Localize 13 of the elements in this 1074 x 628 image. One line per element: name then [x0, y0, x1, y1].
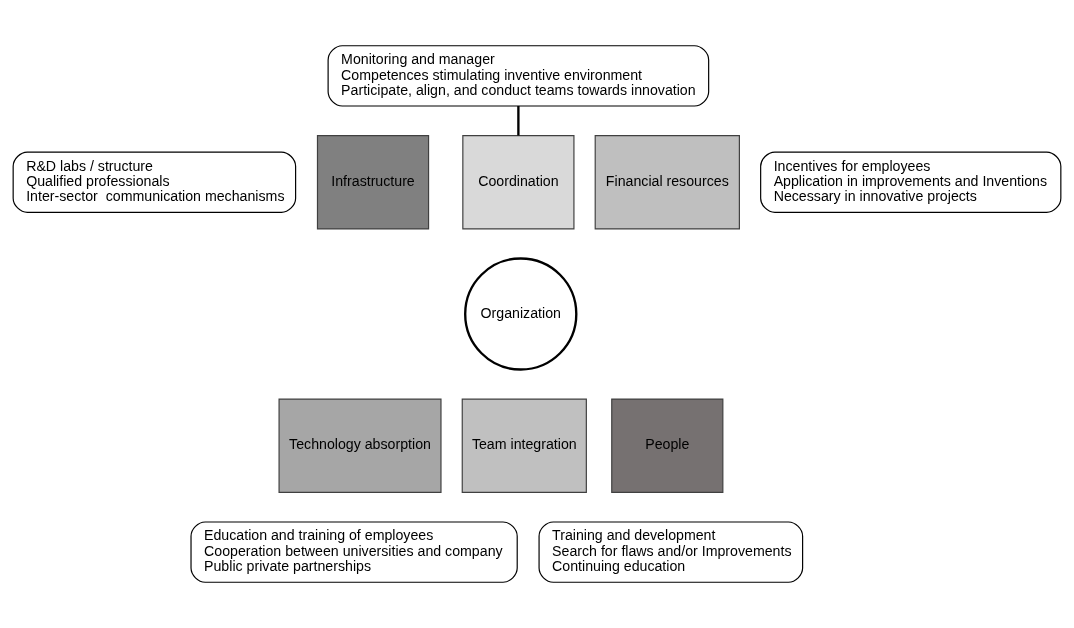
- node-box: Training and development Search for flaws and/or Improvements Continuing education: [538, 521, 804, 583]
- node-box: R&D labs / structure Qualified professionals Inter-sector communication mechanisms: [12, 151, 297, 213]
- connector: [517, 106, 520, 136]
- node-box: Team integration: [461, 398, 587, 494]
- node-box: Monitoring and manager Competences stimulating inventive environment Participate, align, and conduct teams towards innovation: [327, 45, 710, 107]
- node-box: Incentives for employees Application in improvements and Inventions Necessary in innovative projects: [760, 151, 1062, 213]
- node-box: Education and training of employees Cooperation between universities and company Public private partnerships: [190, 521, 518, 583]
- node-circle: Organization: [464, 257, 578, 371]
- node-box: Infrastructure: [316, 134, 430, 230]
- node-box: Coordination: [462, 134, 575, 230]
- node-box: People: [611, 398, 724, 494]
- node-box: Financial resources: [594, 134, 740, 230]
- node-box: Technology absorption: [278, 398, 442, 494]
